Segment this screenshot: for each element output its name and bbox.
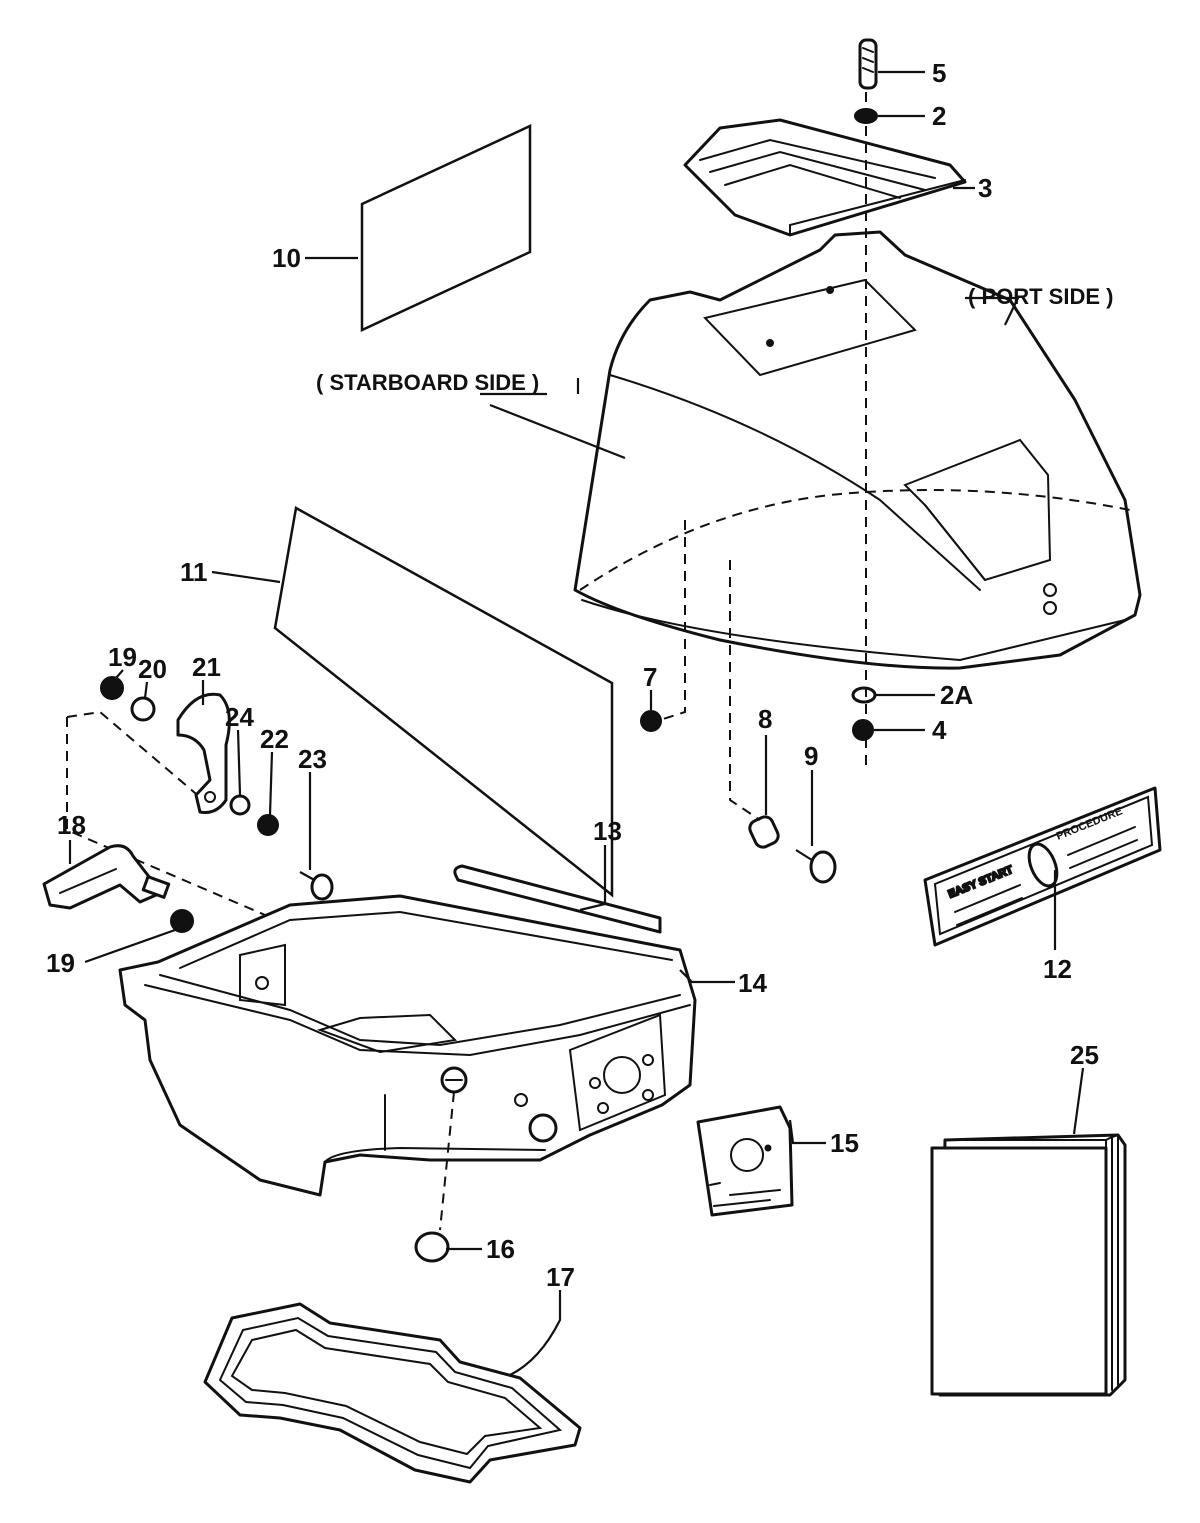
part-5-screw [858, 38, 878, 90]
part-4-nut [852, 719, 874, 741]
callout-25: 25 [1070, 1040, 1099, 1070]
callout-17: 17 [546, 1262, 575, 1292]
callout-9: 9 [804, 741, 818, 771]
callout-23: 23 [298, 744, 327, 774]
callout-15: 15 [830, 1128, 859, 1158]
latch-hardware [42, 676, 334, 933]
part-18-handle [42, 844, 171, 910]
callout-16: 16 [486, 1234, 515, 1264]
callout-10: 10 [272, 243, 301, 273]
part-25-manual [930, 1133, 1127, 1397]
callout-4: 4 [932, 715, 947, 745]
part-20-bushing [130, 696, 156, 722]
callout-labels: 5 2 3 10 11 7 2A 4 8 9 19 20 21 24 22 23… [46, 58, 1099, 1292]
part-12-decal: EASY START PROCEDURE [923, 786, 1162, 947]
callout-24: 24 [225, 702, 254, 732]
part-24-washer [229, 794, 251, 816]
part-17-gasket [203, 1302, 582, 1484]
part-19-nut-lower [170, 909, 194, 933]
part-9-screw [795, 849, 837, 884]
callout-7: 7 [643, 662, 657, 692]
callout-20: 20 [138, 654, 167, 684]
assembly-line-8 [729, 560, 761, 821]
callout-22: 22 [260, 724, 289, 754]
callout-5: 5 [932, 58, 946, 88]
callout-3: 3 [978, 173, 992, 203]
part-16-plug [414, 1231, 450, 1263]
part-7-grommet [640, 710, 662, 732]
callout-8: 8 [758, 704, 772, 734]
part-8-bushing [748, 815, 780, 849]
part-10-decal [360, 124, 532, 332]
top-cowl [573, 230, 1142, 670]
callout-2: 2 [932, 101, 946, 131]
part-11-decal [273, 506, 614, 898]
part-21-latch [176, 692, 231, 814]
callout-2a: 2A [940, 680, 973, 710]
callout-18: 18 [57, 810, 86, 840]
part-2a-washer [851, 686, 877, 704]
callout-11: 11 [180, 557, 208, 587]
part-22-nut [257, 814, 279, 836]
leader-lines [68, 70, 1085, 1376]
callout-12: 12 [1043, 954, 1072, 984]
port-side-label: ( PORT SIDE ) [968, 284, 1113, 309]
part-23-screw [299, 871, 334, 901]
part-14-bottom-cowl [118, 894, 697, 1197]
starboard-side-label: ( STARBOARD SIDE ) [316, 370, 539, 395]
callout-19-lower: 19 [46, 948, 75, 978]
callout-14: 14 [738, 968, 767, 998]
assembly-line-16 [439, 1091, 455, 1231]
callout-13: 13 [593, 816, 622, 846]
callout-19-upper: 19 [108, 642, 137, 672]
part-19-nut-upper [100, 676, 124, 700]
assembly-line-7 [659, 520, 686, 721]
part-3-top-cover [683, 118, 967, 237]
callout-21: 21 [192, 652, 221, 682]
part-15-plate [696, 1105, 794, 1217]
part-13-seal [453, 864, 662, 934]
